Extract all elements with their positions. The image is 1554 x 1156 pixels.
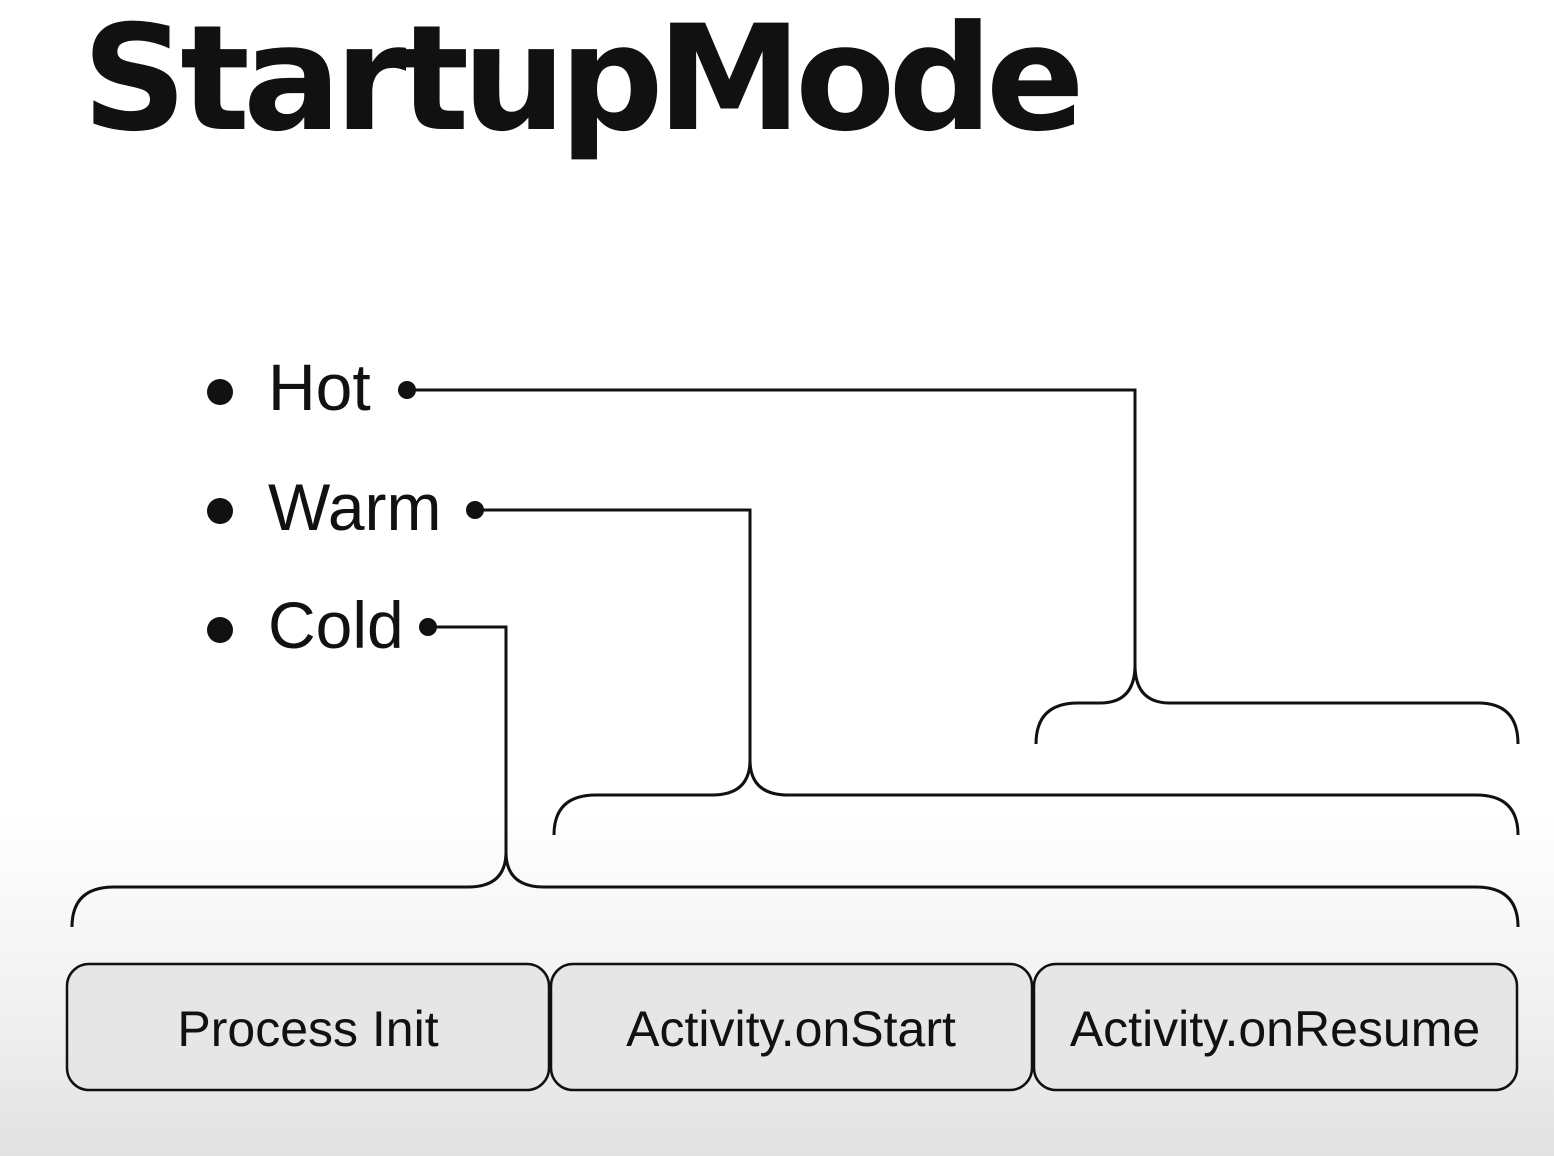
stage-activity-onresume: Activity.onResume bbox=[1032, 962, 1519, 1092]
mode-label-warm: Warm bbox=[268, 470, 442, 544]
brace-hot bbox=[1034, 664, 1520, 745]
stage-label-process-init: Process Init bbox=[177, 1001, 438, 1057]
braces bbox=[70, 664, 1520, 928]
mode-label-hot: Hot bbox=[268, 350, 371, 424]
connectors bbox=[407, 388, 1137, 852]
mode-list: Hot Warm Cold bbox=[207, 350, 484, 662]
mode-item-hot: Hot bbox=[207, 350, 416, 424]
bullet-icon bbox=[207, 379, 233, 405]
stage-label-activity-onstart: Activity.onStart bbox=[626, 1001, 956, 1057]
mode-label-cold: Cold bbox=[268, 588, 404, 662]
stage-box bbox=[549, 962, 1034, 1092]
stage-box bbox=[1032, 962, 1519, 1092]
stage-box bbox=[65, 962, 551, 1092]
page-title: StartupMode bbox=[82, 0, 1085, 164]
brace-cold bbox=[70, 851, 1520, 928]
stage-boxes: Process Init Activity.onStart Activity.o… bbox=[65, 962, 1519, 1092]
bullet-icon bbox=[207, 498, 233, 524]
connector-line-warm bbox=[475, 508, 752, 760]
stage-process-init: Process Init bbox=[65, 962, 551, 1092]
connector-line-cold bbox=[428, 625, 508, 852]
mode-item-warm: Warm bbox=[207, 470, 484, 544]
mode-item-cold: Cold bbox=[207, 588, 437, 662]
bullet-icon bbox=[207, 617, 233, 643]
stage-label-activity-onresume: Activity.onResume bbox=[1070, 1001, 1480, 1057]
brace-warm bbox=[552, 759, 1520, 836]
stage-activity-onstart: Activity.onStart bbox=[549, 962, 1034, 1092]
connector-line-hot bbox=[407, 388, 1137, 665]
